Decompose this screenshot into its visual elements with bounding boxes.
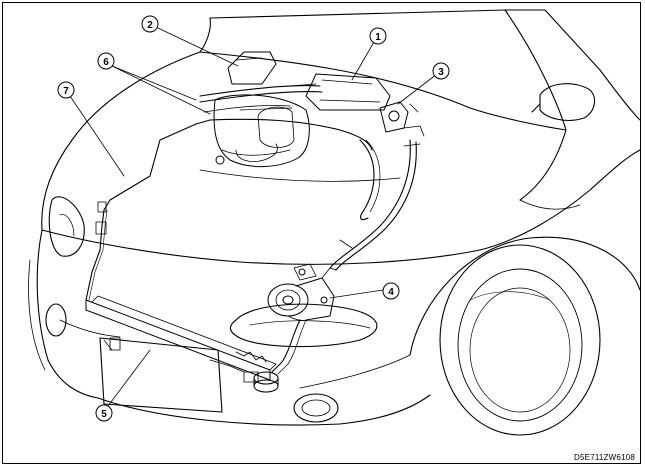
diagram-frame	[2, 2, 641, 464]
refrigerant-lines	[85, 85, 421, 375]
receiver-drier	[235, 351, 279, 393]
condenser	[85, 295, 277, 381]
callout-3: 3	[432, 62, 450, 80]
compressor	[267, 263, 337, 321]
callout-6: 6	[97, 52, 115, 70]
svg-text:4: 4	[388, 287, 394, 298]
svg-text:2: 2	[147, 20, 153, 31]
callout-2: 2	[141, 15, 159, 33]
expansion-valve	[379, 101, 425, 137]
callout-4: 4	[382, 282, 400, 300]
heater-blower-unit	[213, 51, 310, 168]
svg-text:1: 1	[375, 32, 381, 43]
leader-lines	[69, 27, 438, 407]
evaporator-case	[289, 73, 391, 111]
vehicle-body	[28, 9, 641, 436]
callout-5: 5	[95, 404, 113, 422]
callout-7: 7	[57, 81, 75, 99]
figure-code: D5E711ZW6108	[574, 453, 635, 462]
svg-text:6: 6	[103, 57, 109, 68]
svg-text:3: 3	[438, 67, 444, 78]
svg-text:5: 5	[101, 409, 107, 420]
callout-1: 1	[369, 27, 387, 45]
svg-text:7: 7	[63, 86, 69, 97]
